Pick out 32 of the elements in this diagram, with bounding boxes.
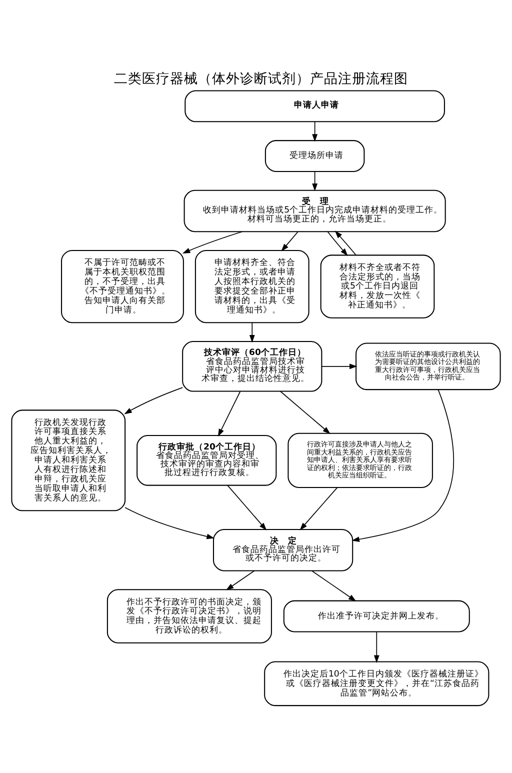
arrow — [334, 230, 356, 255]
node-box: 申请人申请 — [184, 90, 445, 122]
node-box: 材料不齐全或者不符合法定形式的，当场或5个工作日内退回材料，发放一次性《补正通知书》。 — [320, 254, 435, 318]
arrow — [374, 631, 380, 663]
arrow — [124, 386, 183, 414]
arrow — [280, 390, 330, 434]
node-box: 受 理 收到申请材料当场或5个工作日内完成申请材料的受理工作。 材料可当场更正的，允许当场更正。 — [184, 189, 446, 232]
arrow — [281, 230, 298, 251]
arrow — [300, 486, 338, 530]
arrow — [322, 363, 358, 369]
arrow — [218, 390, 241, 436]
diagram-title: 二类医疗器械（体外诊断试剂）产品注册流程图 — [114, 70, 408, 86]
arrow — [311, 570, 356, 601]
node-box: 行政审批（20个工作日） 省食品药品监管局对受理、技术审评的审查内容和审批过程进行行政复核。 — [136, 434, 277, 486]
node-box: 作出决定后10个工作日内颁发《医疗器械注册证》或《医疗器械注册变更文件》，并在“江苏食品药品监管”网站公布。 — [264, 660, 490, 706]
node-box: 受理场所申请 — [264, 140, 365, 172]
node-box: 不属于许可范畴或不属于本机关职权范围的，不予受理，出具《不予受理通知书》。告知申请人向有关部门申请。 — [61, 249, 184, 323]
node-box: 作出不予行政许可的书面决定，颁发《不予行政许可决定书》，说明理由，并告知依法申请复议、提起行政诉讼的权利。 — [106, 588, 272, 643]
node-box: 行政机关发现行政许可事项直接关系他人重大利益的，应告知利害关系人，申请人和利害关系人有权进行陈述和申辩，行政机关应当听取申请人和利害关系人的意见。 — [11, 409, 126, 511]
arrow — [312, 120, 318, 142]
arrow — [312, 170, 318, 191]
arrow — [352, 388, 454, 542]
arrow — [327, 230, 348, 256]
arrow — [124, 506, 214, 539]
arrow — [182, 230, 243, 253]
node-box: 决 定 省食品药品监管局作出许可或不予许可的决定。 — [212, 528, 354, 571]
node-box: 申请材料齐全、符合法定形式，或者申请人按照本行政机关的要求提交全部补正申请材料的，出具《受理通知书》。 — [194, 249, 310, 323]
arrow — [226, 570, 255, 590]
arrow — [249, 322, 255, 342]
node-box: 作出准予许可决定并网上发布。 — [283, 600, 470, 632]
node-box: 技术审评（60个工作日） 省食品药品监管局技术审评中心对申请材料进行技术审查，提出结论性意见。 — [182, 340, 322, 392]
arrow — [227, 484, 267, 530]
